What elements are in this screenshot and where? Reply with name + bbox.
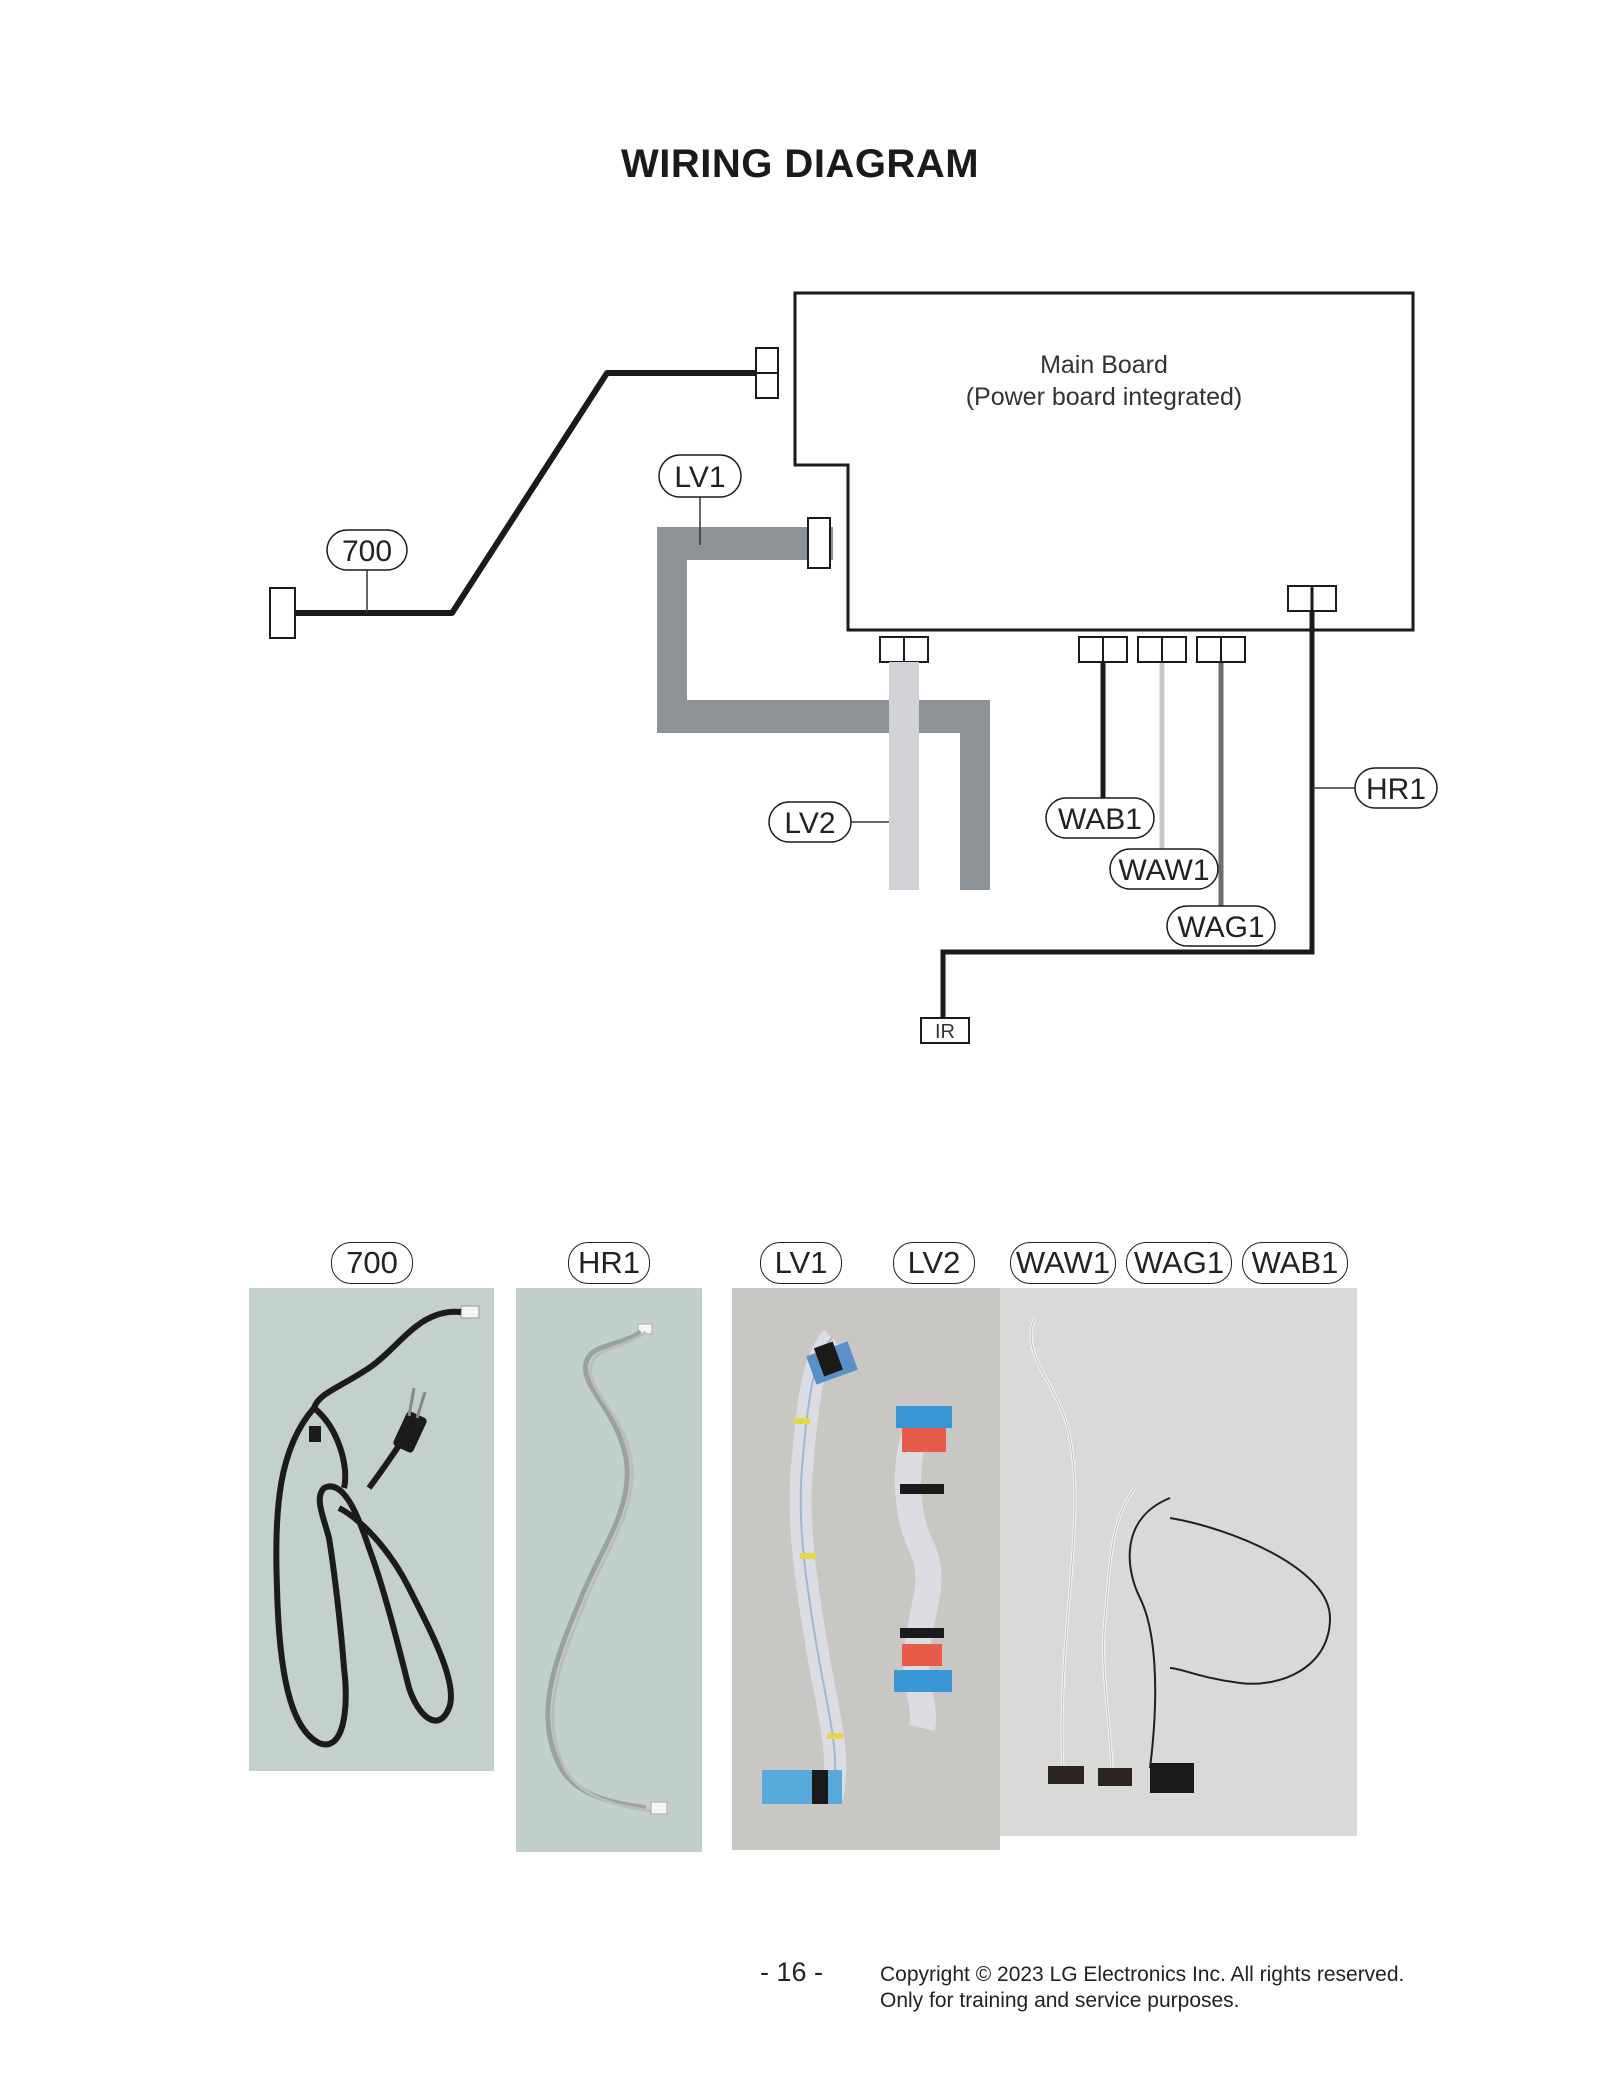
connector-700-plug bbox=[269, 587, 296, 639]
photo-label-wag1: WAG1 bbox=[1126, 1242, 1232, 1284]
callout-wab1-text: WAB1 bbox=[1058, 803, 1142, 836]
callout-wab1 bbox=[1045, 797, 1155, 839]
photo-label-hr1: HR1 bbox=[568, 1242, 650, 1284]
photo-label-wab1: WAB1 bbox=[1242, 1242, 1348, 1284]
callout-wag1 bbox=[1166, 905, 1276, 947]
callout-wag1-text: WAG1 bbox=[1177, 911, 1264, 944]
callout-lv2 bbox=[768, 801, 852, 843]
main-board-label-line1: Main Board bbox=[1040, 351, 1168, 379]
photo-hr1-cable bbox=[516, 1288, 702, 1852]
copyright-notice: Copyright © 2023 LG Electronics Inc. All… bbox=[880, 1962, 1404, 2014]
wiring-diagram: Main Board (Power board integrated) 700 … bbox=[269, 291, 1438, 1044]
main-board-label-line2: (Power board integrated) bbox=[966, 383, 1243, 411]
callout-lv2-text: LV2 bbox=[784, 807, 835, 840]
callout-hr1-text: HR1 bbox=[1366, 773, 1426, 806]
photo-waw1-wag1-wab1-wires bbox=[1000, 1288, 1357, 1836]
copyright-line-2: Only for training and service purposes. bbox=[880, 1989, 1240, 2012]
photo-label-700: 700 bbox=[331, 1242, 413, 1284]
page-number: - 16 - bbox=[760, 1957, 824, 1987]
callout-lv1-text: LV1 bbox=[674, 461, 725, 494]
callout-waw1 bbox=[1109, 848, 1219, 890]
connector-ir-text: IR bbox=[935, 1021, 955, 1043]
callout-700-text: 700 bbox=[342, 535, 392, 568]
callout-waw1-text: WAW1 bbox=[1118, 854, 1209, 887]
callout-hr1 bbox=[1354, 767, 1438, 809]
photo-700-power-cord bbox=[249, 1288, 494, 1771]
photo-label-lv1: LV1 bbox=[760, 1242, 842, 1284]
main-board-outline bbox=[793, 291, 1415, 632]
photo-lv1-lv2-cables bbox=[732, 1288, 1000, 1850]
wire-hr1 bbox=[940, 598, 1315, 1020]
photo-label-lv2: LV2 bbox=[893, 1242, 975, 1284]
page-title: WIRING DIAGRAM bbox=[620, 142, 980, 186]
callout-lv1 bbox=[658, 454, 742, 498]
wire-700 bbox=[295, 370, 773, 616]
connector-lv1-board bbox=[807, 517, 831, 569]
callout-700 bbox=[326, 529, 408, 571]
copyright-line-1: Copyright © 2023 LG Electronics Inc. All… bbox=[880, 1963, 1405, 1986]
cable-lv1 bbox=[657, 527, 990, 890]
connector-ir bbox=[920, 1017, 970, 1044]
photo-label-waw1: WAW1 bbox=[1010, 1242, 1116, 1284]
